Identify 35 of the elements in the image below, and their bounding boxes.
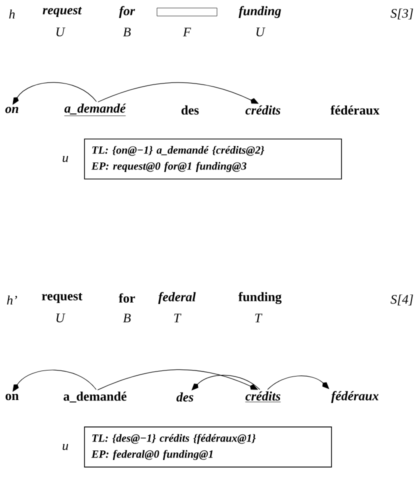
state-label: S[4] — [390, 294, 413, 306]
tag-label: B — [123, 314, 131, 322]
tag-label: U — [56, 28, 66, 36]
variable-label: h’ — [7, 295, 18, 304]
word: crédits — [246, 105, 280, 115]
variable-label: h — [9, 9, 15, 18]
feature-box: TL: {des@−1} crédits {fédéraux@1} EP: federal@0 funding@1 — [84, 426, 332, 468]
tag-label: U — [56, 314, 66, 322]
variable-label: u — [62, 444, 68, 450]
word: des — [182, 105, 199, 115]
word: request — [42, 6, 82, 18]
word: for — [119, 6, 136, 18]
arc-arrow — [12, 370, 96, 392]
word: funding — [238, 6, 281, 18]
word: a_demandé — [64, 392, 126, 402]
tag-label: B — [123, 28, 131, 36]
variable-label: u — [62, 156, 68, 162]
word: a_demandé — [64, 104, 126, 116]
state-label: S[3] — [390, 8, 413, 20]
word: federal — [158, 292, 196, 304]
word: on — [6, 394, 19, 400]
tag-label: U — [256, 28, 266, 36]
tag-label: T — [255, 314, 262, 322]
tag-label: T — [174, 314, 182, 322]
word: funding — [238, 292, 282, 304]
blank-slot-box — [156, 8, 218, 16]
word: des — [176, 392, 194, 402]
word: for — [118, 293, 136, 303]
word: fédéraux — [330, 105, 380, 115]
word: fédéraux — [331, 391, 378, 403]
word: crédits — [245, 391, 281, 402]
word: on — [5, 106, 18, 114]
arc-arrow — [267, 376, 330, 390]
feature-box: TL: {on@−1} a_demandé {crédits@2} EP: request@0 for@1 funding@3 — [84, 138, 342, 180]
word: request — [42, 292, 82, 304]
